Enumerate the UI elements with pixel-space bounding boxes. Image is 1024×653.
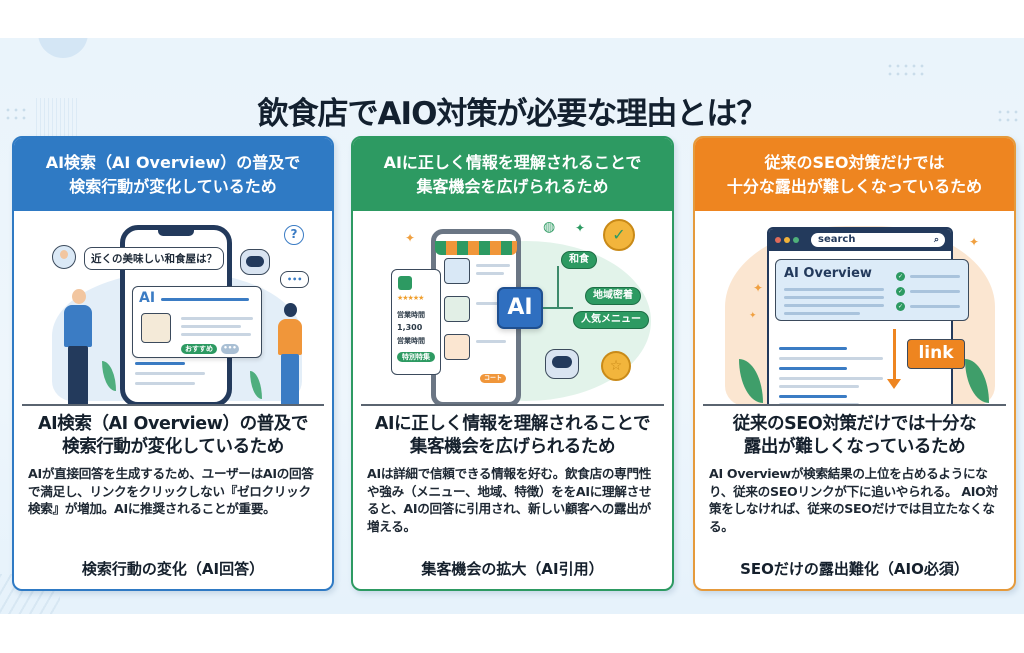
ai-chip-icon: AI <box>497 287 543 329</box>
card-title-line: 検索行動が変化しているため <box>62 437 284 457</box>
reason-card-search-behavior: AI検索（AI Overview）の普及で 検索行動が変化しているため 近くの美… <box>12 136 334 591</box>
sparkle-icon: ✦ <box>749 311 757 321</box>
illustration-serp: search ⌕ AI Overview ✓ ✓ <box>703 211 1006 406</box>
card-summary: 検索行動の変化（AI回答） <box>81 560 265 578</box>
search-input: search ⌕ <box>811 233 945 247</box>
card-header-line: AIに正しく情報を理解されることで <box>383 152 642 172</box>
sparkle-icon: ✦ <box>969 235 980 249</box>
card-summary: SEOだけの露出難化（AIO必須） <box>740 560 969 578</box>
sparkle-icon: ✦ <box>753 281 764 295</box>
speech-bubble: 近くの美味しい和食屋は？ <box>84 247 224 270</box>
down-arrow-icon <box>893 329 896 383</box>
illustration-ai-understanding: コート ★★★★★ 営業時間 1,300 営業時間 特別特集 AI 和食 地域密… <box>361 211 664 406</box>
panel-row: 1,300 <box>397 323 423 332</box>
reason-card-customer-opportunity: AIに正しく情報を理解されることで 集客機会を広げられるため コート ★★★★★… <box>351 136 674 591</box>
card-description: AI Overviewが検索結果の上位を占めるようになり、従来のSEOリンクが下… <box>709 466 998 534</box>
illustration-ai-search: 近くの美味しい和食屋は？ ? ••• AI おすすめ ••• <box>22 211 324 406</box>
cart-pill: コート <box>480 374 506 383</box>
star-badge-icon: ☆ <box>601 351 631 381</box>
food-image-icon <box>141 313 171 343</box>
shop-icon <box>398 276 412 290</box>
decorative-dots <box>996 108 1022 124</box>
decorative-dots <box>4 106 26 122</box>
typing-bubble-icon: ••• <box>280 271 310 288</box>
user-avatar-icon <box>52 245 76 269</box>
card-header: AI検索（AI Overview）の普及で 検索行動が変化しているため <box>14 138 332 211</box>
sparkle-icon: ✦ <box>405 231 416 245</box>
card-title-line: 集客機会を広げられるため <box>409 437 616 457</box>
card-title: AI検索（AI Overview）の普及で 検索行動が変化しているため <box>14 413 332 459</box>
card-header: AIに正しく情報を理解されることで 集客機会を広げられるため <box>353 138 672 211</box>
infographic-canvas: 飲食店でAIO対策が必要な理由とは？ AI検索（AI Overview）の普及で… <box>0 38 1024 614</box>
robot-icon <box>545 349 579 379</box>
card-header-line: 十分な露出が難しくなっているため <box>726 176 983 196</box>
sparkle-icon: ✦ <box>575 221 586 235</box>
ai-label: AI <box>139 290 156 306</box>
search-placeholder: search <box>818 234 856 245</box>
card-title: 従来のSEO対策だけでは十分な 露出が難しくなっているため <box>695 413 1014 459</box>
card-summary: 集客機会の拡大（AI引用） <box>421 560 604 578</box>
card-description: AIが直接回答を生成するため、ユーザーはAIの回答で満足し、リンクをクリックしな… <box>28 466 314 516</box>
card-header-line: 集客機会を広げられるため <box>416 176 609 196</box>
question-bubble-icon: ? <box>284 225 304 245</box>
tag-washoku: 和食 <box>561 251 597 269</box>
tag-local: 地域密着 <box>585 287 641 305</box>
card-header: 従来のSEO対策だけでは 十分な露出が難しくなっているため <box>695 138 1014 211</box>
ai-overview-panel: AI Overview ✓ ✓ ✓ <box>775 259 969 321</box>
page-title: 飲食店でAIO対策が必要な理由とは？ <box>257 96 768 132</box>
panel-button: 特別特集 <box>397 352 435 362</box>
robot-icon <box>240 249 270 275</box>
panel-row: 営業時間 <box>397 337 425 345</box>
down-arrow-head <box>887 379 901 389</box>
reason-card-seo-limits: 従来のSEO対策だけでは 十分な露出が難しくなっているため search ⌕ <box>693 136 1016 591</box>
decorative-bars <box>36 98 78 138</box>
check-icon: ✓ <box>896 302 905 311</box>
rating-stars: ★★★★★ <box>397 294 424 302</box>
search-icon: ⌕ <box>933 235 939 245</box>
check-icon: ✓ <box>896 287 905 296</box>
card-title: AIに正しく情報を理解されることで 集客機会を広げられるため <box>353 413 672 459</box>
card-header-line: 検索行動が変化しているため <box>69 176 277 196</box>
more-pill: ••• <box>221 344 239 354</box>
check-badge-icon: ✓ <box>603 219 635 251</box>
card-title-line: 露出が難しくなっているため <box>743 437 966 457</box>
decorative-dots <box>886 62 926 78</box>
shop-info-panel: ★★★★★ 営業時間 1,300 営業時間 特別特集 <box>391 269 441 375</box>
card-description: AIは詳細で信頼できる情報を好む。飲食店の専門性や強み（メニュー、地域、特徴）を… <box>367 466 652 534</box>
link-button-icon: link <box>907 339 965 369</box>
card-title-line: 従来のSEO対策だけでは十分な <box>732 414 977 434</box>
card-header-line: 従来のSEO対策だけでは <box>764 152 945 172</box>
ai-answer-card: AI おすすめ ••• <box>132 286 262 358</box>
check-icon: ✓ <box>896 272 905 281</box>
globe-icon: ◍ <box>543 219 556 235</box>
panel-row: 営業時間 <box>397 311 425 319</box>
ai-overview-label: AI Overview <box>784 266 872 281</box>
card-title-line: AI検索（AI Overview）の普及で <box>37 414 309 434</box>
decorative-circle <box>38 38 88 58</box>
card-title-line: AIに正しく情報を理解されることで <box>374 414 651 434</box>
shop-awning-icon <box>435 241 517 255</box>
card-header-line: AI検索（AI Overview）の普及で <box>45 152 301 172</box>
tag-popular-menu: 人気メニュー <box>573 311 649 329</box>
recommend-pill: おすすめ <box>181 344 217 354</box>
